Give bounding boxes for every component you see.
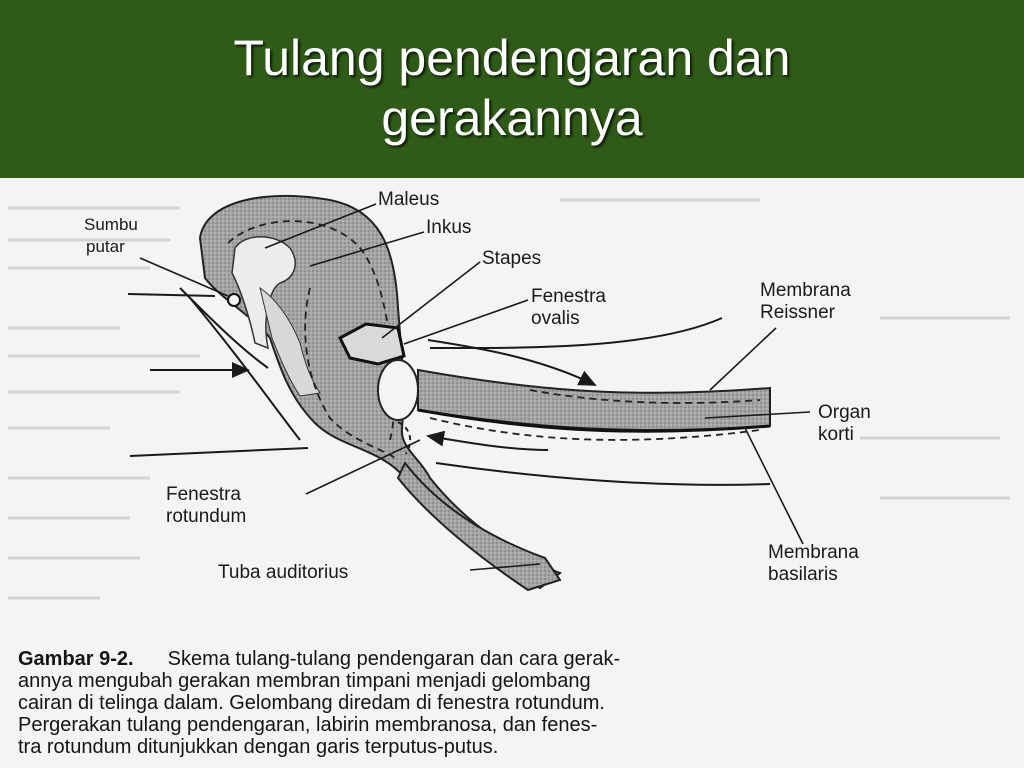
- label-sumbu-putar-1: Sumbu: [84, 215, 138, 234]
- label-fenestra-rotundum-1: Fenestra: [166, 484, 241, 505]
- caption-line-5: tra rotundum ditunjukkan dengan garis te…: [18, 736, 499, 758]
- ear-ossicles-diagram: Maleus Inkus Stapes Sumbu putar Fenestra…: [8, 189, 1010, 600]
- tympanic-membrane: [127, 287, 309, 457]
- title-line-2: gerakannya: [381, 90, 643, 146]
- caption-line-1-text: Skema tulang-tulang pendengaran dan cara…: [167, 648, 621, 670]
- label-membrana-basilaris-1: Membrana: [768, 542, 859, 563]
- figure-caption: Gambar 9-2. Skema tulang-tulang pendengar…: [18, 648, 1018, 758]
- label-inkus: Inkus: [426, 217, 471, 238]
- label-maleus: Maleus: [378, 189, 439, 210]
- caption-line-3: cairan di telinga dalam. Gelombang dired…: [18, 692, 605, 714]
- wave-arrows: [150, 317, 771, 486]
- caption-line-4: Pergerakan tulang pendengaran, labirin m…: [18, 714, 598, 736]
- label-fenestra-ovalis-2: ovalis: [531, 308, 580, 329]
- label-membrana-basilaris-2: basilaris: [768, 564, 838, 585]
- label-stapes: Stapes: [482, 248, 541, 269]
- diagram-labels: Maleus Inkus Stapes Sumbu putar Fenestra…: [84, 189, 871, 585]
- caption-line-1: Gambar 9-2. Skema tulang-tulang pendengar…: [18, 648, 1018, 670]
- label-tuba-auditorius: Tuba auditorius: [218, 562, 348, 583]
- tuba-auditorius-shape: [396, 461, 562, 592]
- cochlear-duct: [417, 368, 771, 441]
- caption-label: Gambar 9-2.: [18, 648, 134, 670]
- title-line-1: Tulang pendengaran dan: [233, 30, 791, 86]
- label-membrana-reissner-2: Reissner: [760, 302, 836, 323]
- page-texture: [8, 198, 1010, 600]
- label-fenestra-ovalis-1: Fenestra: [531, 286, 606, 307]
- label-sumbu-putar-2: putar: [86, 237, 125, 256]
- figure-panel: Maleus Inkus Stapes Sumbu putar Fenestra…: [0, 178, 1024, 768]
- label-fenestra-rotundum-2: rotundum: [166, 506, 246, 527]
- label-organ-korti-2: korti: [818, 424, 854, 445]
- slide-title: Tulang pendengaran dan gerakannya: [0, 28, 1024, 148]
- label-membrana-reissner-1: Membrana: [760, 280, 851, 301]
- leader-lines: [139, 203, 811, 571]
- label-organ-korti-1: Organ: [818, 402, 871, 423]
- slide-header: Tulang pendengaran dan gerakannya: [0, 0, 1024, 178]
- caption-line-2: annya mengubah gerakan membran timpani m…: [18, 670, 591, 692]
